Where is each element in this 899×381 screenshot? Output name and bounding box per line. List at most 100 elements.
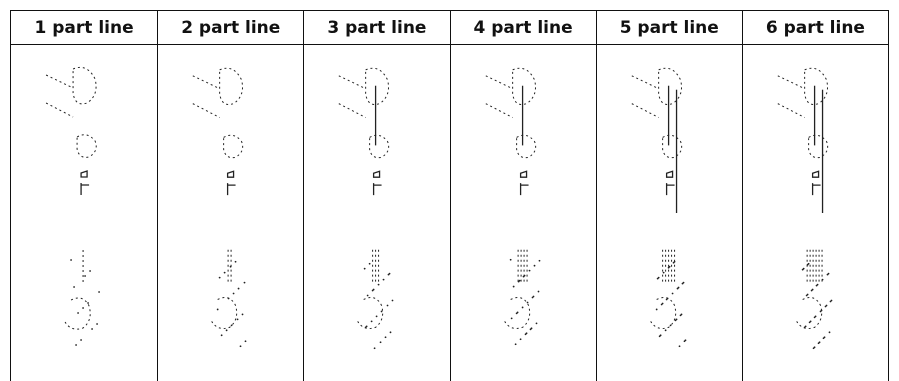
sketch-speck [805, 294, 808, 297]
sketch-speck [89, 270, 91, 272]
boom-line-upper [777, 75, 803, 89]
sketch-speck [521, 306, 523, 309]
column-header-6: 6 part line [741, 11, 888, 45]
sketch-speck [218, 276, 221, 279]
sketch-speck [216, 308, 219, 311]
sketch-speck [509, 258, 512, 261]
sketch-speck [91, 328, 93, 330]
hook-shape [357, 297, 384, 329]
sketch-speck [391, 299, 394, 302]
hook-shape [211, 297, 238, 329]
boom-line-lower [45, 102, 74, 118]
boom-line-lower [338, 103, 367, 118]
sketch-speck [389, 331, 392, 334]
sketch-speck [819, 310, 822, 313]
sketch-speck [679, 314, 682, 317]
sketch-speck [533, 264, 535, 267]
upper-block-sheave [807, 134, 828, 159]
hook-block-bracket [227, 183, 236, 196]
sketch-speck [515, 312, 518, 315]
reeving-diagram-table: 1 part line 2 part line 3 part line 4 pa… [10, 10, 889, 381]
hook-block-bracket [665, 183, 675, 196]
hook-block-top [519, 170, 527, 178]
sketch-speck [676, 287, 679, 290]
sketch-speck [367, 294, 369, 297]
sketch-speck [223, 271, 226, 274]
sketch-speck [84, 275, 86, 277]
sketch-speck [82, 307, 84, 309]
reeving-drawing-5 [631, 67, 687, 348]
sketch-speck [822, 337, 825, 340]
sketch-speck [671, 292, 674, 295]
sketch-speck [531, 296, 533, 299]
hook-shape [796, 297, 823, 329]
sketch-speck [96, 323, 98, 325]
reeving-drawing-cell-6 [741, 45, 888, 381]
boom-line-upper [631, 75, 657, 89]
boom-head-sheave [72, 66, 97, 105]
sketch-speck [665, 298, 668, 301]
sketch-speck [230, 324, 233, 327]
column-header-1: 1 part line [11, 11, 158, 45]
sketch-speck [667, 266, 670, 269]
sketch-speck [374, 347, 376, 350]
upper-block-sheave [369, 134, 390, 159]
sketch-speck [229, 265, 232, 268]
boom-line-lower [192, 103, 221, 118]
sketch-speck [387, 273, 390, 276]
reeving-drawing-6 [777, 67, 833, 350]
sketch-speck [658, 335, 661, 338]
sketch-speck [386, 304, 389, 307]
sketch-speck [519, 338, 521, 341]
reeving-drawing-2 [192, 67, 247, 348]
sketch-speck [514, 343, 517, 346]
boom-line-upper [485, 75, 511, 89]
sketch-speck [829, 300, 832, 303]
sketch-speck [826, 273, 829, 276]
sketch-speck [75, 344, 77, 346]
boom-head-sheave [657, 67, 682, 105]
boom-head-sheave [803, 67, 828, 105]
sketch-speck [73, 286, 75, 288]
hook-block-bracket [519, 183, 529, 196]
upper-block-sheave [661, 134, 682, 159]
sketch-speck [535, 322, 537, 325]
upper-block-sheave [76, 134, 97, 158]
boom-head-sheave [219, 67, 244, 105]
sketch-speck [803, 326, 806, 329]
sketch-speck [517, 280, 520, 283]
column-header-4: 4 part line [449, 11, 596, 45]
sketch-speck [526, 301, 528, 304]
sketch-speck [232, 292, 235, 295]
sketch-speck [828, 331, 831, 334]
sketch-speck [669, 324, 672, 327]
sketch-speck [524, 333, 526, 336]
sketch-speck [371, 320, 373, 323]
sketch-speck [510, 317, 513, 320]
sketch-speck [378, 283, 380, 286]
reeving-drawing-cell-4 [449, 45, 596, 381]
sketch-speck [369, 262, 371, 265]
column-header-2: 2 part line [157, 11, 304, 45]
sketch-speck [810, 289, 813, 292]
reeving-drawing-cell-3 [303, 45, 449, 381]
hook-shape [649, 297, 676, 329]
boom-line-upper [338, 75, 365, 89]
sketch-speck [813, 316, 816, 319]
sketch-speck [672, 261, 675, 264]
sketch-speck [236, 318, 239, 321]
sketch-speck [365, 326, 367, 329]
sketch-speck [244, 340, 247, 343]
sketch-speck [821, 278, 824, 281]
sketch-speck [538, 259, 540, 262]
sketch-speck [529, 328, 531, 331]
hook-block-top [811, 170, 820, 178]
sketch-speck [237, 287, 240, 290]
sketch-speck [528, 269, 530, 272]
sketch-speck [77, 312, 79, 314]
hook-block-top [373, 170, 381, 178]
sketch-speck [87, 302, 89, 304]
hook-block-bracket [811, 183, 821, 196]
reeving-drawing-cell-2 [157, 45, 303, 381]
hook-block-top [665, 170, 673, 178]
